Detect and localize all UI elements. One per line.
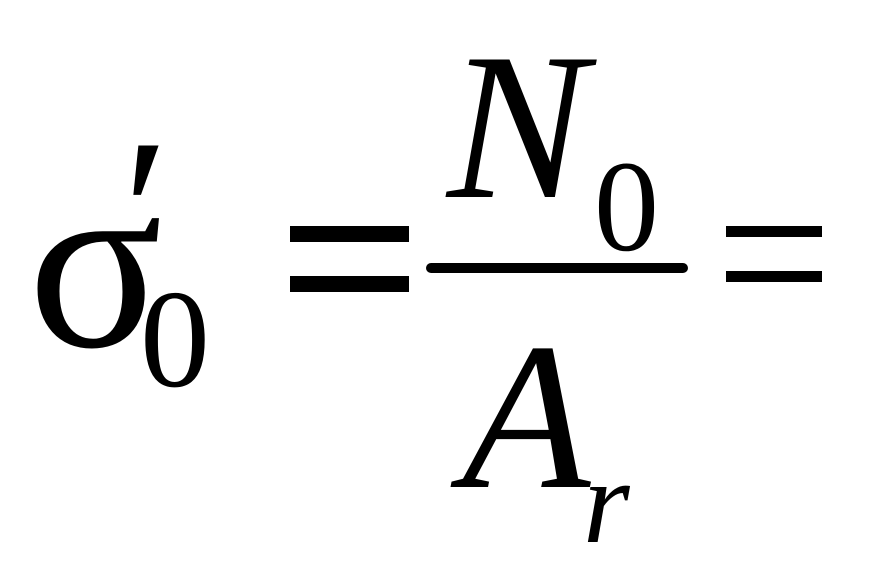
denominator-symbol: A <box>462 301 591 533</box>
numerator-subscript: 0 <box>594 135 659 279</box>
prime-mark: ′ <box>123 97 169 329</box>
sigma-symbol: σ <box>28 124 163 401</box>
fraction-bar <box>426 263 688 273</box>
trailing-equals-bottom-bar <box>726 271 822 282</box>
trailing-equals-top-bar <box>726 226 822 237</box>
lhs-subscript: 0 <box>140 262 210 417</box>
equals-sign-top-bar <box>290 226 409 242</box>
equals-sign-bottom-bar <box>290 276 409 292</box>
denominator-subscript: r <box>583 435 630 568</box>
numerator-symbol: N <box>447 11 588 243</box>
